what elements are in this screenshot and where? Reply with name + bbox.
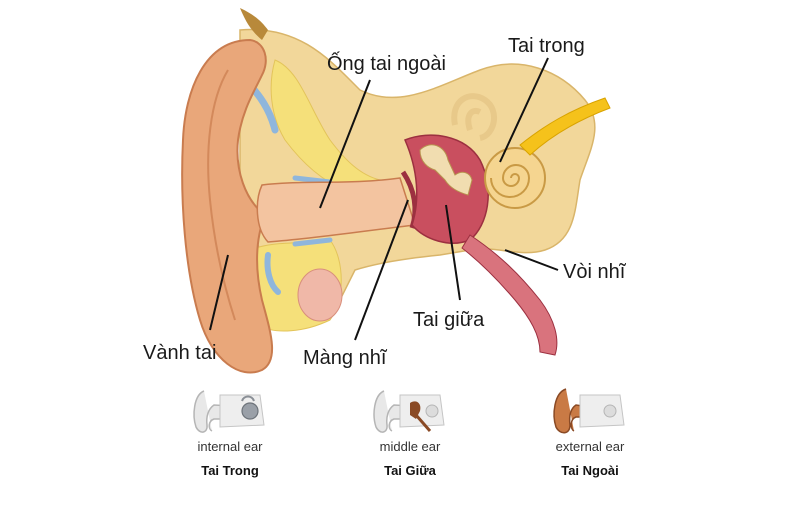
hair [240,8,268,40]
leader-tai-giua [445,204,461,301]
leader-voi-nhi [504,249,559,271]
thumbnail-external-ear: external ear Tai Ngoài [490,385,690,495]
ossicles [419,144,473,196]
label-voi-nhi: Vòi nhĩ [563,261,626,283]
eustachian-tube [461,234,558,356]
label-tai-giua: Tai giữa [413,309,485,331]
thumbnail-middle-ear: middle ear Tai Giữa [310,385,510,495]
cartilage-canal-bottom [292,237,333,247]
auditory-nerve [519,97,611,156]
label-vanh-tai: Vành tai [143,342,217,364]
pinna-fold [207,69,236,321]
gland [297,268,343,322]
thumbnail-middle-ear-title: Tai Giữa [384,463,436,478]
ear-canal [256,177,416,243]
semicircular-canals [451,93,497,141]
pinna [181,38,274,374]
thumbnail-internal-ear: internal ear Tai Trong [130,385,330,495]
label-ong-tai-ngoai: Ống tai ngoài [327,53,446,75]
leader-vanh-tai [209,254,229,331]
leader-ong-tai-ngoai [319,79,371,209]
thumbnail-external-ear-title: Tai Ngoài [561,463,619,478]
middle-ear-icon [373,390,445,433]
leader-lines [209,57,559,341]
leader-mang-nhi [354,199,409,341]
thumbnail-internal-ear-title: Tai Trong [201,463,259,478]
cartilage-canal-top [292,175,333,185]
label-tai-trong: Tai trong [508,35,585,57]
thumbnail-middle-ear-caption: middle ear [379,439,441,454]
external-ear-icon [553,388,625,434]
thumbnail-external-ear-caption: external ear [555,439,625,454]
cochlea [484,147,546,209]
cartilage-lower [264,252,281,295]
leader-tai-trong [499,57,549,163]
thumbnail-internal-ear-caption: internal ear [197,439,263,454]
label-mang-nhi: Màng nhĩ [303,347,387,369]
cochlea-spiral [490,164,531,198]
internal-ear-icon [193,390,265,433]
